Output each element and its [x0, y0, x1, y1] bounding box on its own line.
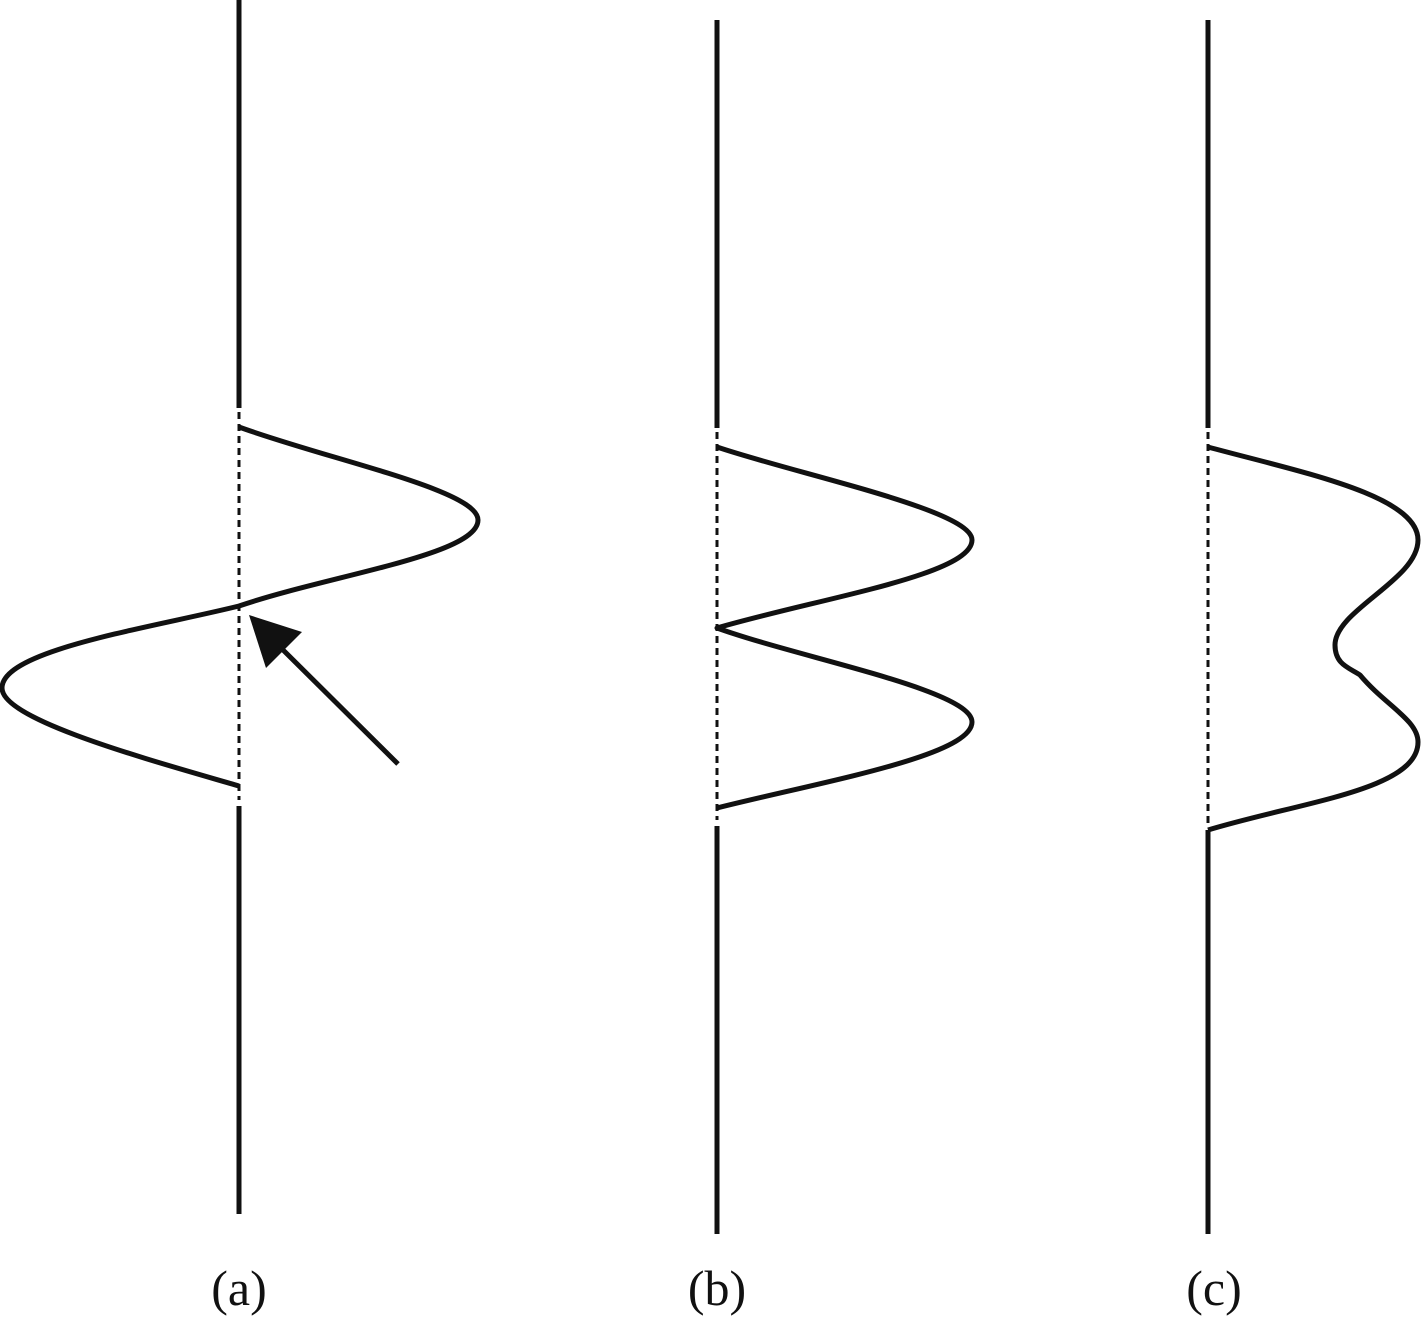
panel-b-wavelet [714, 444, 975, 811]
panel-c-label: (c) [1186, 1260, 1242, 1316]
panel-b [714, 20, 975, 1234]
panel-a-wavelet [0, 424, 481, 789]
panel-c-wavelet [1207, 444, 1421, 833]
panel-a [0, 0, 481, 1214]
panel-a-arrowhead [249, 615, 302, 668]
panel-a-label: (a) [211, 1260, 267, 1316]
panel-b-label: (b) [688, 1260, 746, 1316]
panel-a-arrow-shaft [270, 637, 400, 766]
panel-c [1205, 20, 1421, 1234]
